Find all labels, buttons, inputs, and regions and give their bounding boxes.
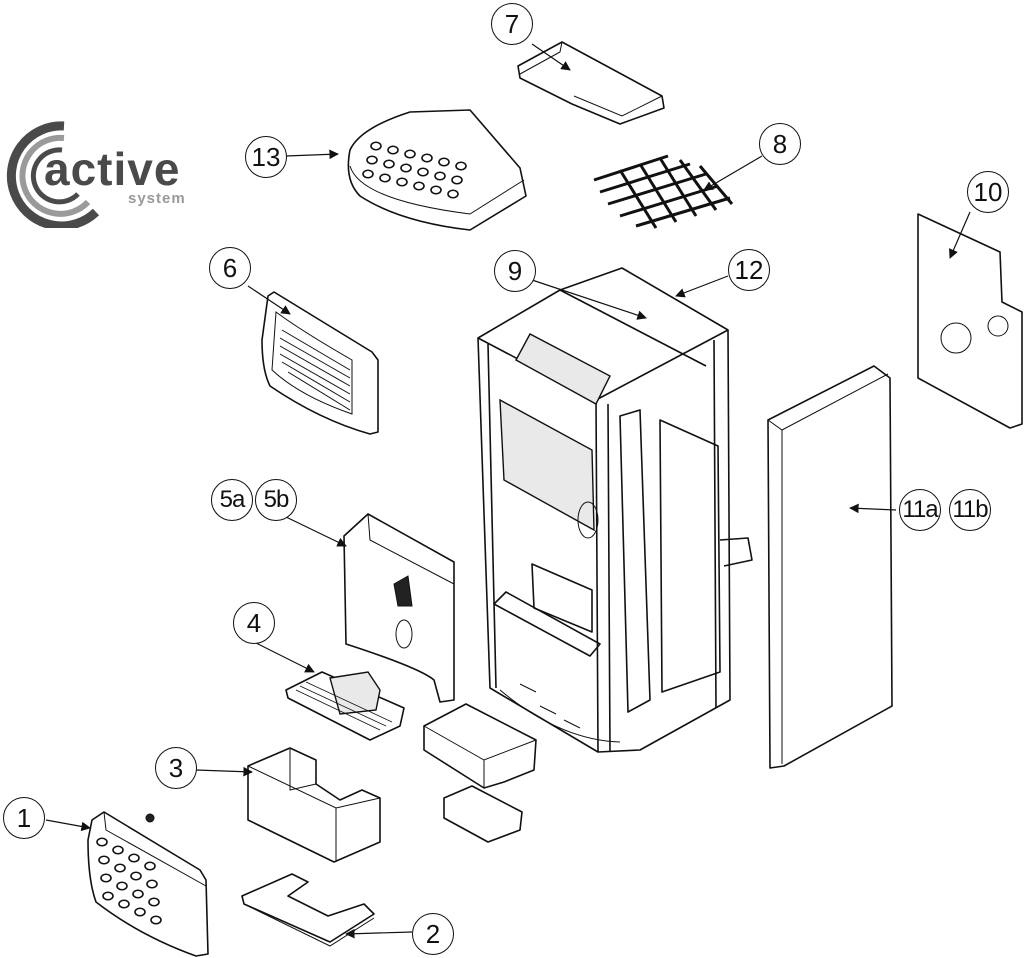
part-7-top-lid [517, 41, 665, 125]
vent-hole [132, 889, 144, 899]
part-6-front-grille [261, 291, 379, 435]
callout-1: 1 [3, 797, 45, 839]
vent-hole [387, 145, 399, 155]
callout-13: 13 [245, 136, 287, 178]
vent-hole [430, 185, 442, 195]
leader-lines [45, 43, 971, 939]
part-8-grate-mesh [593, 154, 734, 229]
callout-8: 8 [759, 123, 801, 165]
vent-hole [434, 171, 446, 181]
vent-hole [370, 141, 382, 151]
part-12-body-frame [477, 267, 753, 753]
callout-7: 7 [491, 3, 533, 45]
vent-hole [118, 899, 130, 909]
vent-hole [102, 891, 114, 901]
callout-3: 3 [155, 747, 197, 789]
vent-hole [144, 861, 156, 871]
part-3-ash-pan [247, 747, 381, 863]
vent-hole [438, 157, 450, 167]
part-2-bracket [241, 873, 375, 947]
callout-10: 10 [967, 171, 1009, 213]
vent-hole [379, 173, 391, 183]
callout-5b: 5b [255, 479, 297, 521]
vent-hole [421, 153, 433, 163]
part-4-ash-tray [285, 671, 405, 741]
vent-hole [148, 897, 160, 907]
part-5-burner-front [343, 513, 455, 703]
part-13-top-cover [347, 109, 527, 231]
vent-hole [114, 863, 126, 873]
vent-hole [128, 853, 140, 863]
vent-hole [150, 915, 162, 925]
part-1-front-door [87, 811, 209, 957]
vent-hole [366, 155, 378, 165]
vent-hole [451, 175, 463, 185]
callout-2: 2 [412, 913, 454, 955]
callout-6: 6 [209, 247, 251, 289]
vent-hole [447, 189, 459, 199]
vent-hole [396, 177, 408, 187]
callout-5a: 5a [211, 479, 253, 521]
vent-hole [112, 845, 124, 855]
callout-11a: 11a [899, 489, 941, 531]
part-11-side-panel [767, 365, 893, 769]
callout-9: 9 [494, 250, 536, 292]
vent-hole [362, 169, 374, 179]
vent-hole [116, 881, 128, 891]
vent-hole [383, 159, 395, 169]
vent-hole [98, 855, 110, 865]
vent-hole [404, 149, 416, 159]
vent-hole [413, 181, 425, 191]
logo-word: active [44, 143, 181, 195]
logo-swirl-icon [6, 121, 100, 228]
vent-hole [96, 837, 108, 847]
vent-hole [400, 163, 412, 173]
logo-subtext: system [128, 190, 186, 207]
vent-hole [455, 161, 467, 171]
vent-hole [130, 871, 142, 881]
part-control-housing [423, 703, 537, 843]
callout-11b: 11b [949, 489, 991, 531]
callout-12: 12 [728, 249, 770, 291]
vent-hole [146, 879, 158, 889]
callout-4: 4 [233, 602, 275, 644]
vent-hole [417, 167, 429, 177]
vent-hole [134, 907, 146, 917]
vent-hole [100, 873, 112, 883]
part-10-back-panel [917, 213, 1023, 429]
active-system-logo: active system [2, 118, 202, 228]
